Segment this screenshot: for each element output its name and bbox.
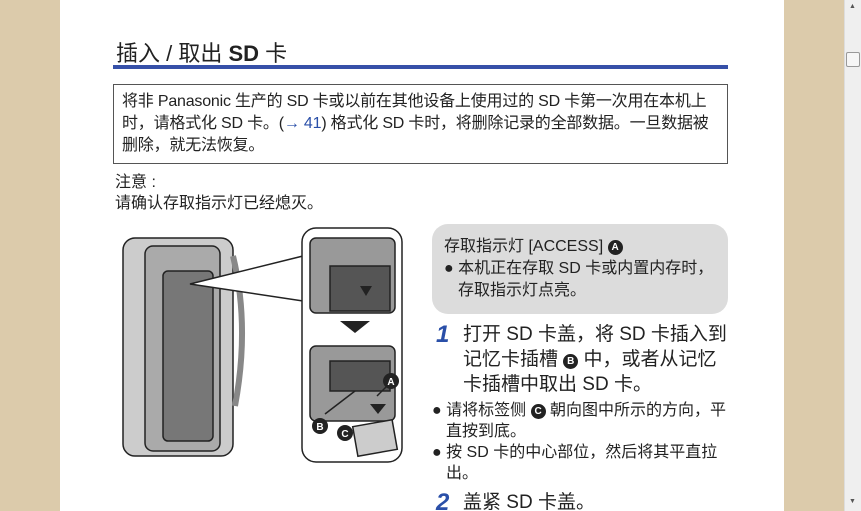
note-text: 将非 Panasonic 生产的 SD 卡或以前在其他设备上使用过的 SD 卡第… bbox=[122, 93, 707, 132]
label-c: C bbox=[341, 429, 348, 440]
label-a: A bbox=[387, 377, 394, 388]
label-b-icon bbox=[312, 418, 328, 434]
title-bold: SD bbox=[228, 41, 260, 66]
bullet-text: 按 SD 卡的中心部位，然后将其平直拉出。 bbox=[446, 444, 718, 482]
step-number: 2 bbox=[436, 489, 450, 511]
access-bullet: ● 本机正在存取 SD 卡或内置内存时，存取指示灯点亮。 bbox=[444, 260, 714, 299]
caution: 注意 : 请确认存取指示灯已经熄灭。 bbox=[115, 172, 733, 214]
badge-c: C bbox=[530, 404, 546, 419]
note-text-2: ) 格式化 SD 卡时，将删除记录的全部数据。一旦数据被删除，就无法恢复。 bbox=[122, 115, 709, 154]
access-bullet-text: 本机正在存取 SD 卡或内置内存时，存取指示灯点亮。 bbox=[458, 260, 714, 299]
scroll-down-icon[interactable]: ▼ bbox=[849, 498, 856, 505]
content-row: A B C 存取指示灯 [ACCESS] A ● 本机正在存取 SD 卡或内置内… bbox=[113, 224, 733, 511]
label-b: B bbox=[316, 422, 323, 433]
access-lamp-box: 存取指示灯 [ACCESS] A ● 本机正在存取 SD 卡或内置内存时，存取指… bbox=[432, 224, 728, 314]
step-1-bullets: ● 请将标签侧 C 朝向图中所示的方向，平直按到底。 ● 按 SD 卡的中心部位… bbox=[432, 400, 732, 484]
vertical-scrollbar[interactable]: ▲ ▼ bbox=[844, 0, 861, 511]
document-page: 插入 / 取出 SD 卡 将非 Panasonic 生产的 SD 卡或以前在其他… bbox=[60, 0, 784, 511]
caution-label: 注意 : bbox=[115, 174, 156, 191]
access-title: 存取指示灯 [ACCESS] bbox=[444, 238, 604, 255]
bullet-text-2: 朝向图中所示的方向，平直按到底。 bbox=[446, 402, 727, 440]
down-arrow-icon bbox=[340, 321, 370, 333]
step-text: 打开 SD 卡盖，将 SD 卡插入到记忆卡插槽 bbox=[463, 324, 727, 370]
bullet-item: ● 请将标签侧 C 朝向图中所示的方向，平直按到底。 bbox=[432, 402, 727, 440]
bullet-text: 请将标签侧 bbox=[446, 402, 531, 419]
label-a-icon bbox=[383, 373, 399, 389]
title-rule bbox=[113, 65, 728, 69]
label-c-icon bbox=[337, 425, 353, 441]
camera-illustration: A B C bbox=[122, 227, 403, 463]
scroll-thumb[interactable] bbox=[846, 52, 860, 67]
step-1: 1 打开 SD 卡盖，将 SD 卡插入到记忆卡插槽 B 中，或者从记忆卡插槽中取… bbox=[436, 322, 732, 397]
page-link[interactable]: → 41 bbox=[283, 115, 322, 132]
step-text-2: 中，或者从记忆卡插槽中取出 SD 卡。 bbox=[463, 349, 717, 395]
bullet-item: ● 按 SD 卡的中心部位，然后将其平直拉出。 bbox=[432, 444, 718, 482]
step-text: 盖紧 SD 卡盖。 bbox=[463, 492, 595, 511]
caution-text: 请确认存取指示灯已经熄灭。 bbox=[115, 195, 324, 212]
badge-a: A bbox=[607, 240, 623, 255]
title-text-end: 卡 bbox=[259, 41, 288, 66]
content: 将非 Panasonic 生产的 SD 卡或以前在其他设备上使用过的 SD 卡第… bbox=[113, 84, 733, 511]
page-title: 插入 / 取出 SD 卡 bbox=[116, 36, 287, 68]
step-number: 1 bbox=[436, 321, 450, 348]
title-text: 插入 / 取出 bbox=[116, 41, 229, 66]
right-column: 存取指示灯 [ACCESS] A ● 本机正在存取 SD 卡或内置内存时，存取指… bbox=[432, 224, 732, 511]
badge-b: B bbox=[563, 354, 579, 369]
step-2: 2 盖紧 SD 卡盖。 bbox=[436, 490, 732, 511]
scroll-up-icon[interactable]: ▲ bbox=[849, 3, 856, 10]
note-box: 将非 Panasonic 生产的 SD 卡或以前在其他设备上使用过的 SD 卡第… bbox=[113, 84, 728, 164]
